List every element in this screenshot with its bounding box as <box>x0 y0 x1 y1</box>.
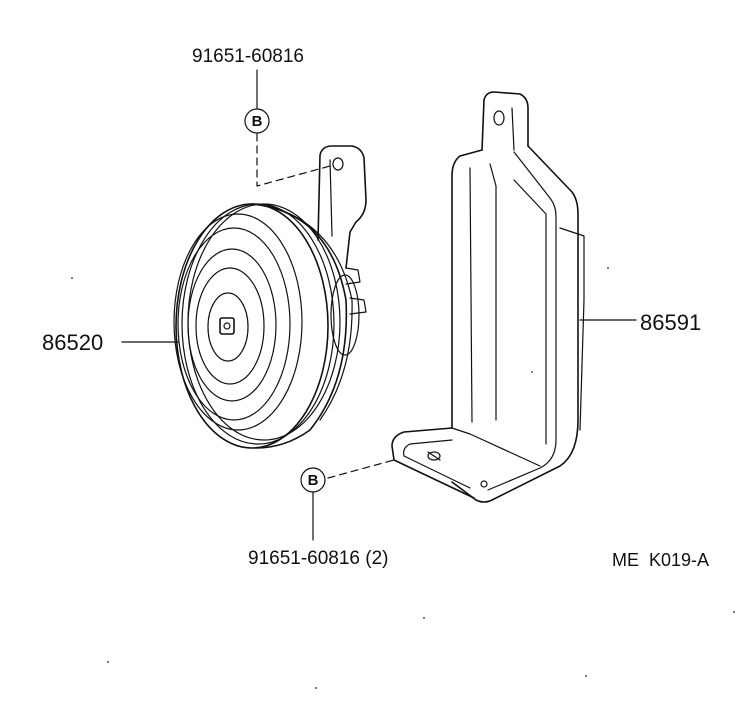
part-number-bolt-top: 91651-60816 <box>192 46 304 67</box>
bracket-86591 <box>391 91 585 503</box>
part-number-bracket: 86591 <box>640 310 701 335</box>
part-number-horn: 86520 <box>42 330 103 355</box>
callout-b-top: B <box>244 108 270 134</box>
callout-b-top-letter: B <box>252 113 263 130</box>
scan-specks <box>71 267 735 689</box>
part-number-bolt-bottom: 91651-60816 (2) <box>248 548 389 569</box>
diagram-reference-code: ME K019-A <box>612 550 709 570</box>
callout-b-bottom-letter: B <box>308 472 319 489</box>
horn-86520 <box>173 203 360 449</box>
callout-b-bottom: B <box>300 467 326 493</box>
leader-lines <box>121 69 637 541</box>
